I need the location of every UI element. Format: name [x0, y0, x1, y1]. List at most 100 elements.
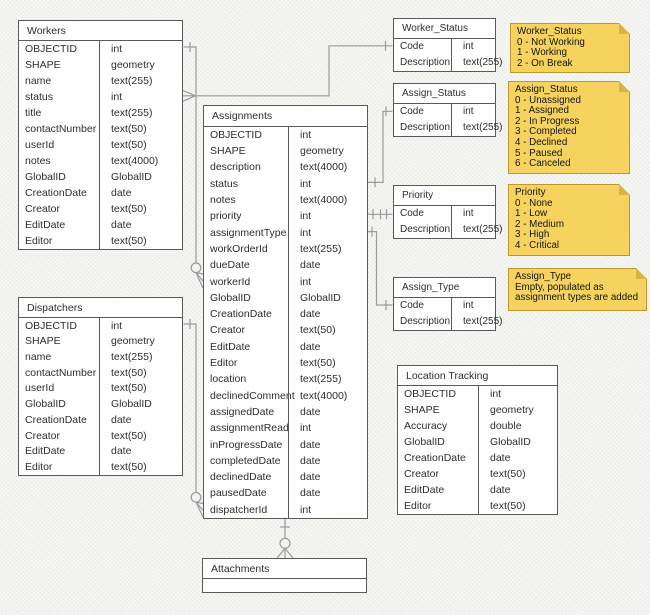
field-type: date: [300, 438, 321, 451]
field-name: name: [25, 351, 52, 363]
field-type: text(50): [111, 429, 147, 442]
field-type: text(4000): [111, 154, 159, 167]
note-line: Empty, populated as: [515, 281, 604, 293]
entity-table-attachments[interactable]: Attachments: [202, 558, 367, 593]
table-title: Dispatchers: [19, 298, 182, 318]
field-type: geometry: [300, 145, 344, 158]
field-name: name: [25, 74, 52, 87]
field-type: GlobalID: [490, 435, 531, 448]
field-type: date: [111, 445, 132, 458]
field-name: Description: [400, 316, 451, 327]
field-type: text(255): [463, 316, 503, 327]
crow-foot-icon: [182, 89, 196, 102]
field-name: title: [25, 106, 42, 119]
field-name: CreationDate: [25, 186, 87, 199]
field-name: Creator: [210, 324, 246, 337]
field-type: int: [300, 128, 312, 141]
field-name: inProgressDate: [210, 438, 283, 451]
field-type: date: [111, 186, 132, 199]
table-title: Location Tracking: [398, 366, 557, 386]
field-type: GlobalID: [300, 291, 341, 304]
note-line: 2 - Medium: [515, 218, 564, 230]
column-divider: [451, 298, 452, 330]
field-type: text(50): [300, 357, 336, 370]
connector-line: [367, 231, 393, 306]
field-name: SHAPE: [25, 58, 61, 71]
field-name: OBJECTID: [210, 128, 262, 141]
column-divider: [288, 127, 289, 518]
field-name: Description: [400, 57, 451, 68]
field-type: date: [111, 218, 132, 231]
field-type: int: [490, 387, 502, 400]
connector-assignments-assign-type: [367, 226, 393, 310]
field-name: GlobalID: [210, 291, 251, 304]
field-type: text(50): [111, 382, 147, 395]
connector-line: [183, 46, 197, 263]
connector-assignments-priority: [367, 209, 393, 220]
field-name: Description: [400, 122, 451, 133]
table-title: Assign_Type: [394, 278, 495, 298]
field-type: text(255): [463, 122, 503, 133]
field-name: Creator: [25, 202, 61, 215]
note-title: Priority: [515, 187, 546, 198]
field-name: Code: [400, 41, 424, 52]
column-divider: [99, 41, 100, 249]
field-name: Code: [400, 106, 424, 117]
field-name: completedDate: [210, 454, 281, 467]
connector-line: [183, 323, 197, 493]
folded-corner-icon: [636, 268, 647, 279]
field-type: int: [111, 319, 123, 332]
field-name: assignmentType: [210, 226, 287, 239]
table-title: Attachments: [203, 559, 366, 579]
field-name: SHAPE: [25, 335, 61, 348]
column-divider: [451, 104, 452, 136]
field-name: workOrderId: [210, 242, 268, 255]
connector-assignments-attachments: [276, 519, 294, 559]
cardinality-one-tick: [374, 106, 387, 188]
connector-dispatchers-assignments: [183, 319, 204, 518]
connector-workers-assignments: [183, 42, 204, 289]
field-name: Editor: [25, 234, 53, 247]
field-type: text(255): [463, 57, 503, 68]
column-divider: [99, 318, 100, 475]
field-name: OBJECTID: [25, 319, 77, 332]
field-type: text(50): [490, 499, 526, 512]
field-type: int: [463, 208, 474, 219]
field-name: priority: [210, 210, 242, 223]
field-type: date: [300, 340, 321, 353]
note-line: 1 - Assigned: [515, 105, 569, 117]
field-name: GlobalID: [25, 170, 66, 183]
field-type: date: [300, 259, 321, 272]
note-title: Worker_Status: [517, 26, 582, 37]
crow-foot-icon: [276, 547, 294, 559]
field-type: text(255): [463, 224, 503, 235]
